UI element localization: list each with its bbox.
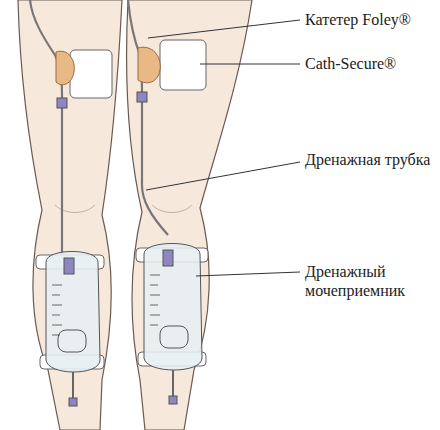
catheter-tube	[30, 0, 62, 255]
part-label: Дренажная трубка	[305, 150, 435, 169]
drainage-bag	[46, 244, 202, 407]
knee-line	[152, 205, 192, 213]
leader-line	[146, 162, 300, 190]
leader-line	[200, 64, 300, 65]
part-label: Катетер Foley®	[305, 10, 435, 29]
leader-line	[196, 272, 300, 276]
leader-line	[148, 20, 300, 38]
catheter-tube	[128, 0, 168, 235]
cath-secure-pad	[56, 40, 206, 108]
left-leg	[18, 0, 122, 430]
part-label: Cath-Secure®	[305, 54, 435, 73]
part-label: Дренажный мочеприемник	[305, 262, 435, 300]
